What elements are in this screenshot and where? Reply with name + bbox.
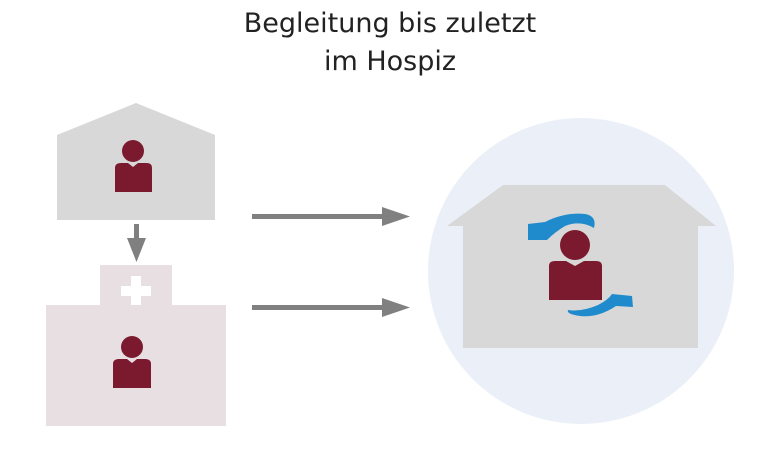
arrow-right-icon [252,207,410,226]
cross-icon [121,276,151,305]
person-icon [113,336,151,388]
arrow-down-icon [127,224,146,262]
title-line-1: Begleitung bis zuletzt [244,8,536,39]
title-line-2: im Hospiz [324,46,456,77]
person-icon [549,230,602,300]
hospice-icon [428,118,734,424]
person-icon [115,140,152,192]
caring-hands-icon [528,213,633,317]
home-icon [57,103,215,220]
hospital-icon [46,265,226,426]
arrow-right-icon [252,298,410,317]
